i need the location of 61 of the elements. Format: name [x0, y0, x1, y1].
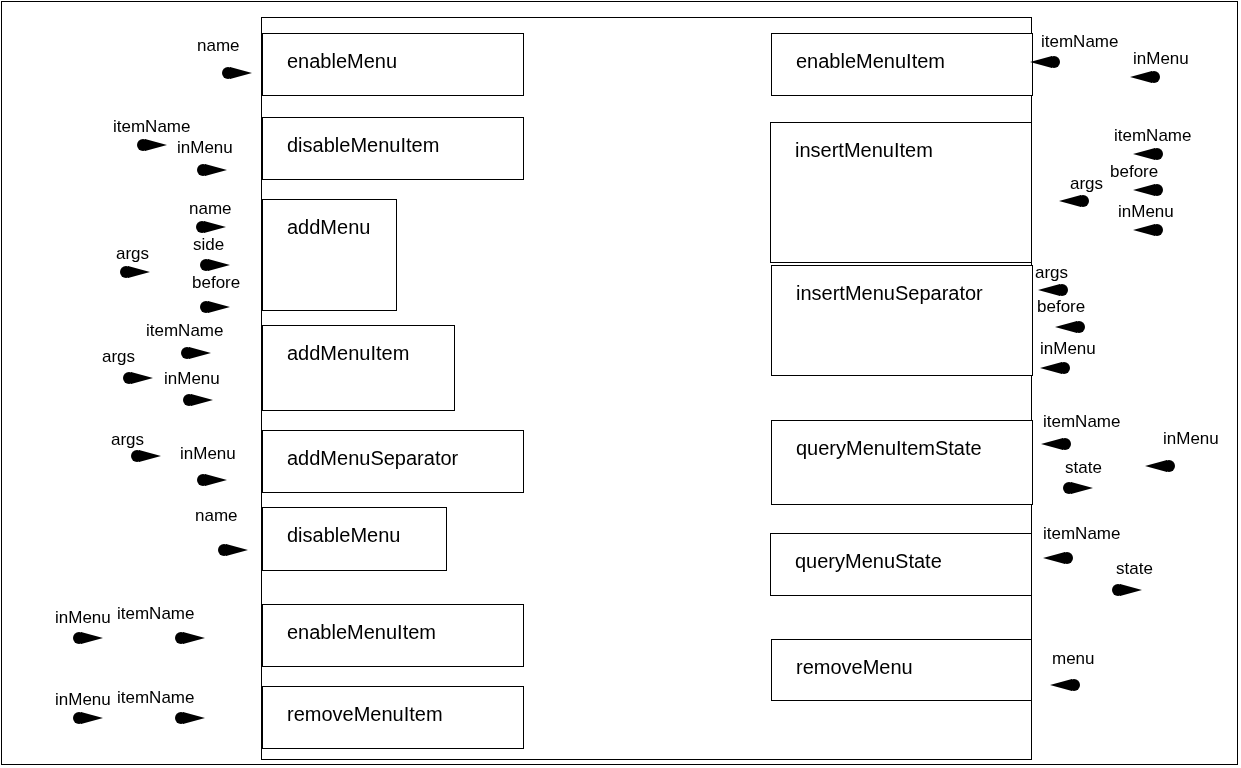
parameter-label: before [1110, 163, 1159, 181]
parameter-label: itemName [1041, 33, 1119, 51]
parameter-label: itemName [117, 605, 195, 623]
operation-box [262, 117, 524, 180]
parameter-label: name [189, 200, 232, 218]
operation-box [262, 199, 397, 311]
operation-box [771, 639, 1032, 701]
operation-box [262, 33, 524, 96]
operation-name: enableMenuItem [796, 50, 945, 73]
parameter-label: inMenu [1040, 340, 1096, 358]
operation-name: addMenu [287, 216, 371, 239]
parameter-label: args [116, 245, 150, 263]
operation-name: insertMenuItem [795, 139, 933, 162]
operation-box [262, 430, 524, 493]
operation-box [771, 33, 1033, 96]
parameter-label: itemName [1043, 413, 1121, 431]
parameter-label: state [1065, 459, 1102, 477]
operation-name: queryMenuState [795, 550, 942, 573]
operation-name: queryMenuItemState [796, 437, 982, 460]
operation-name: insertMenuSeparator [796, 282, 983, 305]
parameter-label: inMenu [55, 609, 111, 627]
operation-box [771, 420, 1033, 505]
parameter-label: args [111, 431, 145, 449]
parameter-label: args [1035, 264, 1069, 282]
operation-name: addMenuSeparator [287, 447, 459, 470]
operation-box [771, 265, 1033, 376]
operation-name: enableMenuItem [287, 621, 436, 644]
parameter-label: before [192, 274, 241, 292]
parameter-label: itemName [1043, 525, 1121, 543]
operation-box [262, 325, 455, 411]
parameter-label: inMenu [1118, 203, 1174, 221]
parameter-label: itemName [117, 689, 195, 707]
parameter-label: inMenu [1133, 50, 1189, 68]
parameter-label: itemName [113, 118, 191, 136]
parameter-label: args [1070, 175, 1104, 193]
parameter-label: itemName [146, 322, 224, 340]
parameter-label: name [197, 37, 240, 55]
parameter-label: inMenu [1163, 430, 1219, 448]
operation-box [770, 533, 1032, 596]
operation-name: disableMenuItem [287, 134, 440, 157]
operation-name: removeMenuItem [287, 703, 443, 726]
operation-name: enableMenu [287, 50, 398, 73]
parameter-label: state [1116, 560, 1153, 578]
parameter-label: side [193, 236, 225, 254]
parameter-label: inMenu [180, 445, 236, 463]
operation-name: removeMenu [796, 656, 913, 679]
parameter-label: inMenu [55, 691, 111, 709]
operation-box [262, 507, 447, 571]
component-frame [261, 17, 1032, 760]
operation-name: disableMenu [287, 524, 401, 547]
parameter-label: name [195, 507, 238, 525]
operation-box [262, 604, 524, 667]
operation-box [262, 686, 524, 749]
operation-name: addMenuItem [287, 342, 410, 365]
parameter-label: args [102, 348, 136, 366]
operation-box [770, 122, 1032, 263]
parameter-label: before [1037, 298, 1086, 316]
parameter-label: menu [1052, 650, 1095, 668]
parameter-label: inMenu [164, 370, 220, 388]
parameter-label: inMenu [177, 139, 233, 157]
parameter-label: itemName [1114, 127, 1192, 145]
